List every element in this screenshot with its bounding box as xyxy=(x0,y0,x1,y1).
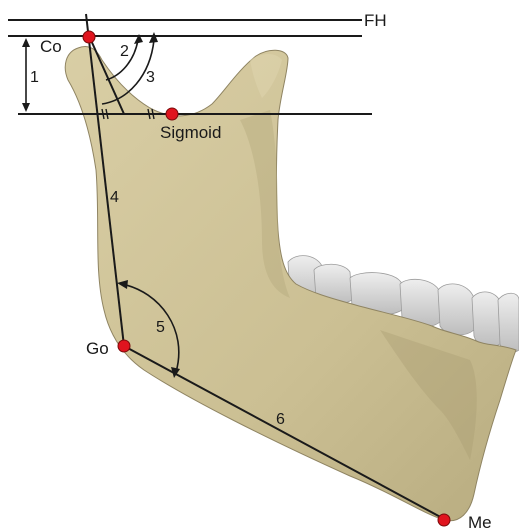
tooth-premolar-2 xyxy=(438,284,474,335)
measurement-label-5: 5 xyxy=(156,319,165,336)
measurement-label-1: 1 xyxy=(30,69,39,86)
landmark-go xyxy=(118,340,130,352)
measurement-label-3: 3 xyxy=(146,69,155,86)
measurement-label-2: 2 xyxy=(120,43,129,60)
tooth-incisor xyxy=(498,293,519,353)
landmark-co xyxy=(83,31,95,43)
mandible-body xyxy=(65,47,516,521)
measurement-label-4: 4 xyxy=(110,189,119,206)
landmark-me xyxy=(438,514,450,526)
label-fh: FH xyxy=(364,11,387,30)
measurement-label-6: 6 xyxy=(276,411,285,428)
mandible-bone xyxy=(65,47,516,521)
label-me: Me xyxy=(468,513,492,531)
label-sigmoid: Sigmoid xyxy=(160,123,221,142)
landmark-sigmoid xyxy=(166,108,178,120)
label-go: Go xyxy=(86,339,109,358)
tooth-canine xyxy=(472,292,502,347)
label-co: Co xyxy=(40,37,62,56)
